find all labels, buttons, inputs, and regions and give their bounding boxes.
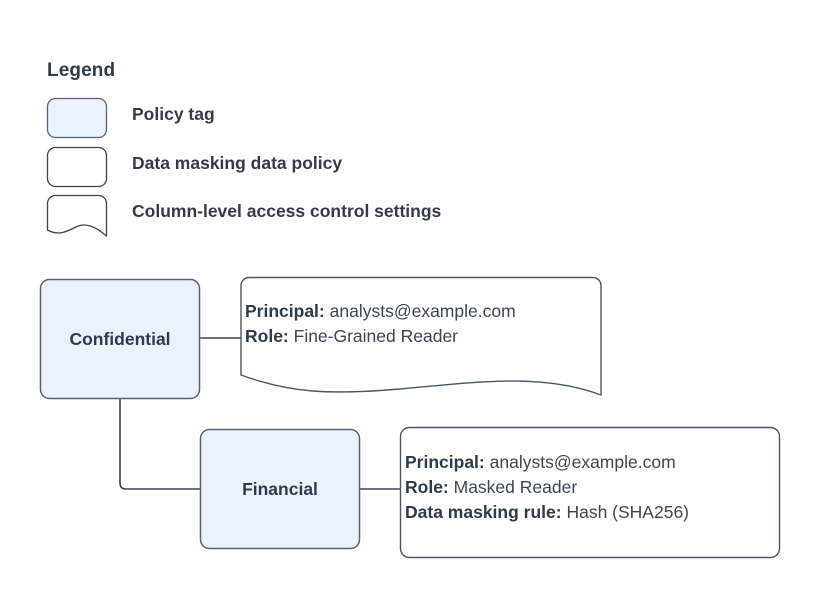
legend-swatch-column-access-settings: [46, 194, 108, 237]
callout-line-key: Role:: [405, 477, 449, 497]
callout-financial-shape[interactable]: [399, 426, 781, 559]
node-label-confidential[interactable]: Confidential: [69, 328, 171, 349]
edge-confidential-to-financial: [119, 399, 200, 490]
callout-line-value: analysts@example.com: [489, 452, 676, 472]
callout-line: Principal: analysts@example.com: [405, 450, 689, 475]
legend-item-label-data-masking-policy: Data masking data policy: [132, 153, 343, 173]
callout-confidential-shape[interactable]: [240, 276, 602, 396]
callout-line: Data masking rule: Hash (SHA256): [405, 500, 689, 525]
callout-line-key: Role:: [245, 326, 289, 346]
node-label-financial[interactable]: Financial: [242, 478, 318, 499]
callout-line-key: Data masking rule:: [405, 502, 562, 522]
legend-title: Legend: [47, 60, 116, 81]
legend-swatch-data-masking-policy: [46, 146, 108, 188]
legend-item-label-column-access-settings: Column-level access control settings: [132, 201, 442, 221]
legend-item-label-policy-tag: Policy tag: [132, 104, 215, 124]
callout-confidential-content: Principal: analysts@example.com Role: Fi…: [245, 299, 516, 349]
callout-line-value: analysts@example.com: [329, 301, 516, 321]
node-financial-shape[interactable]: [199, 428, 361, 550]
callout-line-value: Fine-Grained Reader: [293, 326, 459, 346]
callout-line-value: Masked Reader: [453, 477, 578, 497]
callout-line: Principal: analysts@example.com: [245, 299, 516, 324]
callout-line: Role: Fine-Grained Reader: [245, 324, 516, 349]
callout-financial-content: Principal: analysts@example.com Role: Ma…: [405, 450, 689, 525]
callout-line: Role: Masked Reader: [405, 475, 689, 500]
callout-line-key: Principal:: [245, 301, 325, 321]
node-confidential-shape[interactable]: [39, 278, 201, 400]
callout-line-value: Hash (SHA256): [566, 502, 690, 522]
legend-swatch-policy-tag: [46, 97, 108, 139]
callout-line-key: Principal:: [405, 452, 485, 472]
